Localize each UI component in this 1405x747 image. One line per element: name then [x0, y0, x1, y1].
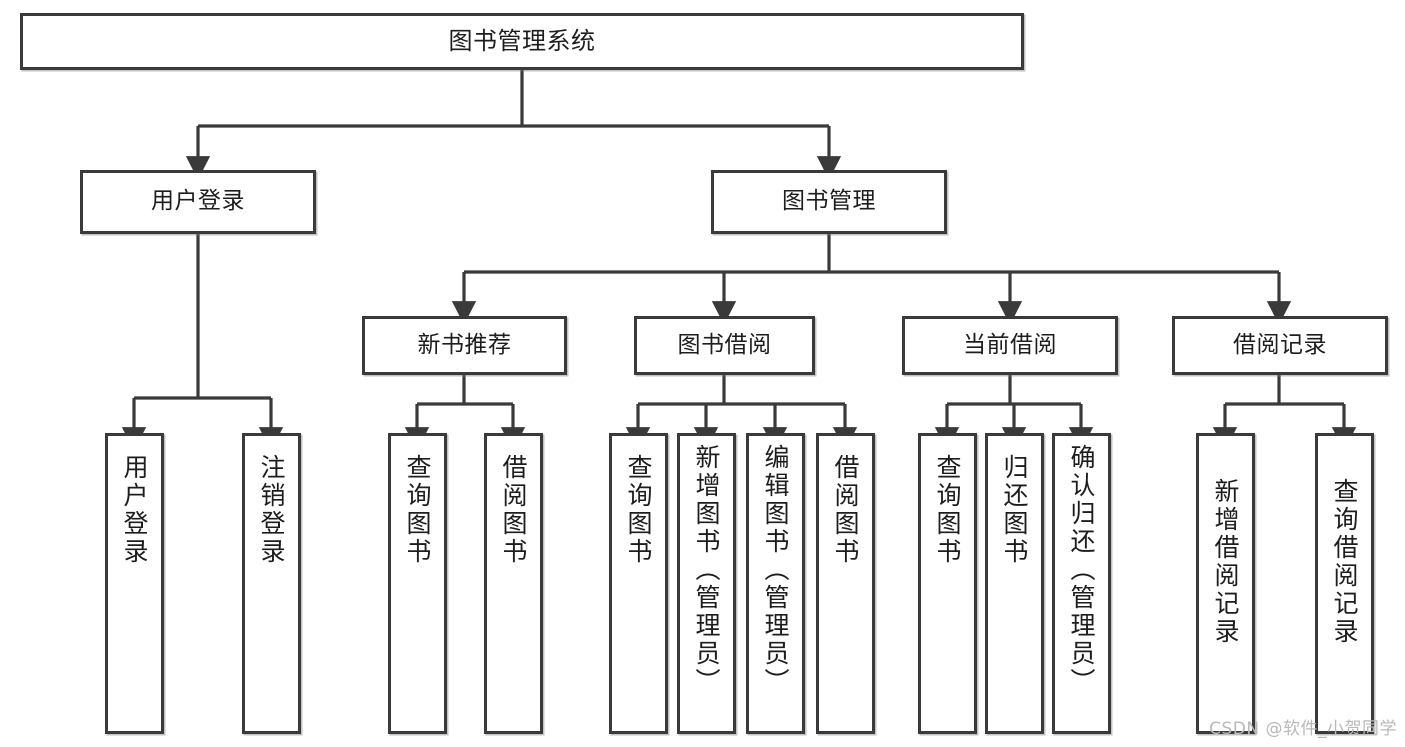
- leaf-user-login-label: 用户登录: [120, 454, 149, 566]
- leaf-borrow-book-2[interactable]: 借阅图书: [816, 433, 875, 734]
- node-current-borrow[interactable]: 当前借阅: [902, 316, 1118, 375]
- leaf-return-book-label: 归还图书: [1000, 454, 1029, 566]
- node-book-borrow-label: 图书借阅: [677, 331, 772, 358]
- node-book-borrow[interactable]: 图书借阅: [634, 316, 815, 375]
- node-borrow-record[interactable]: 借阅记录: [1172, 316, 1388, 375]
- leaf-borrow-book-1-label: 借阅图书: [499, 454, 528, 566]
- leaf-edit-book[interactable]: 编辑图书（管理员）: [746, 433, 805, 734]
- leaf-add-book[interactable]: 新增图书（管理员）: [677, 433, 736, 734]
- node-user-login-label: 用户登录: [151, 188, 245, 215]
- leaf-user-login[interactable]: 用户登录: [105, 433, 164, 734]
- node-current-borrow-label: 当前借阅: [963, 331, 1057, 358]
- watermark: CSDN @软件_小贺同学: [1209, 719, 1397, 739]
- node-root[interactable]: 图书管理系统: [20, 13, 1024, 70]
- leaf-edit-book-label: 编辑图书（管理员）: [761, 444, 790, 696]
- node-new-book-recommend-label: 新书推荐: [417, 331, 512, 358]
- leaf-add-book-label: 新增图书（管理员）: [692, 444, 721, 696]
- leaf-confirm-return-label: 确认归还（管理员）: [1067, 444, 1096, 696]
- leaf-return-book[interactable]: 归还图书: [985, 433, 1044, 734]
- node-user-login[interactable]: 用户登录: [80, 170, 316, 234]
- leaf-user-logout[interactable]: 注销登录: [242, 433, 301, 734]
- leaf-confirm-return[interactable]: 确认归还（管理员）: [1052, 433, 1111, 734]
- leaf-query-book-2-label: 查询图书: [624, 454, 653, 566]
- node-book-manage[interactable]: 图书管理: [711, 170, 947, 234]
- leaf-borrow-book-1[interactable]: 借阅图书: [484, 433, 543, 734]
- leaf-user-logout-label: 注销登录: [257, 454, 286, 566]
- leaf-query-record-label: 查询借阅记录: [1330, 478, 1359, 646]
- leaf-borrow-book-2-label: 借阅图书: [831, 454, 860, 566]
- node-book-manage-label: 图书管理: [782, 188, 876, 215]
- leaf-query-book-1-label: 查询图书: [403, 454, 432, 566]
- leaf-query-book-3-label: 查询图书: [933, 454, 962, 566]
- node-root-label: 图书管理系统: [448, 27, 596, 56]
- leaf-add-record-label: 新增借阅记录: [1211, 478, 1240, 646]
- leaf-query-record[interactable]: 查询借阅记录: [1315, 433, 1374, 734]
- leaf-add-record[interactable]: 新增借阅记录: [1196, 433, 1255, 734]
- node-borrow-record-label: 借阅记录: [1233, 331, 1327, 358]
- leaf-query-book-2[interactable]: 查询图书: [609, 433, 668, 734]
- node-new-book-recommend[interactable]: 新书推荐: [362, 316, 567, 375]
- leaf-query-book-3[interactable]: 查询图书: [918, 433, 977, 734]
- leaf-query-book-1[interactable]: 查询图书: [388, 433, 447, 734]
